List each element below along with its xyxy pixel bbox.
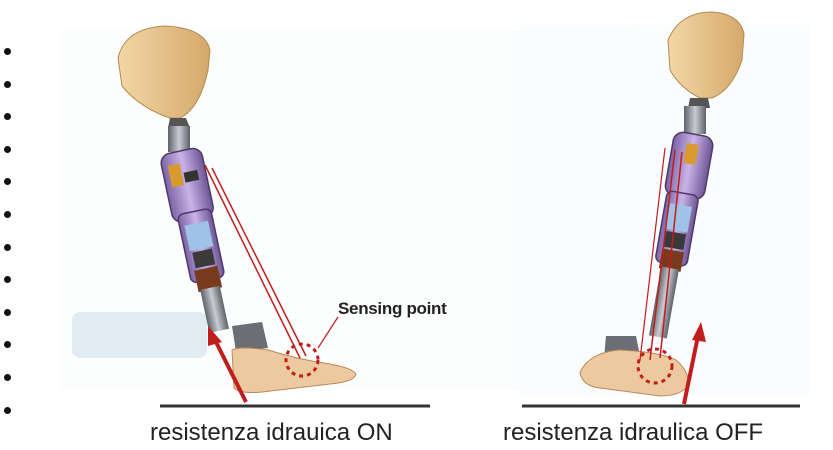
caption-hydraulic-on: resistenza idrauica ON <box>150 419 393 447</box>
background-blur-patch <box>72 312 207 358</box>
sensing-point-label: Sensing point <box>338 299 447 319</box>
right-upper-pylon <box>684 106 706 134</box>
caption-hydraulic-off: resistenza idraulica OFF <box>503 419 763 447</box>
left-ankle <box>232 322 268 352</box>
left-upper-pylon <box>168 126 190 152</box>
